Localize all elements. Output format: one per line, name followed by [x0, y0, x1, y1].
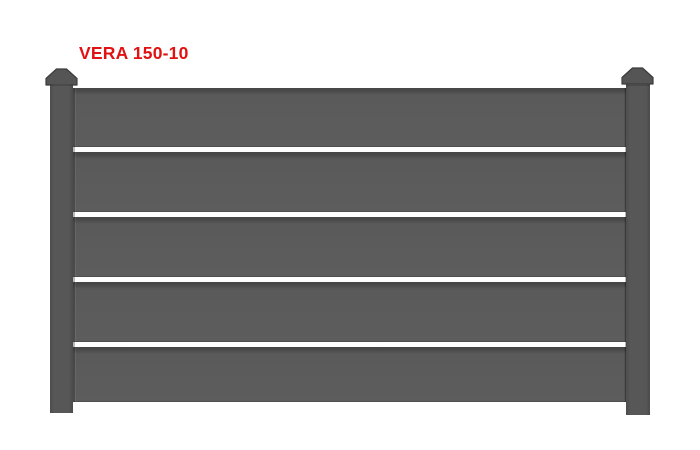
product-title: VERA 150-10: [79, 43, 189, 63]
fence-panel: [73, 88, 626, 402]
left-post-cap-icon: [45, 68, 78, 86]
left-fence-post: [50, 84, 73, 413]
fence-slat-3: [73, 217, 626, 277]
fence-slat-2: [73, 152, 626, 212]
right-fence-post: [626, 84, 650, 415]
fence-slat-4: [73, 282, 626, 342]
fence-slat-5: [73, 347, 626, 402]
right-post-cap-icon: [621, 67, 654, 85]
fence-slat-1: [73, 88, 626, 147]
